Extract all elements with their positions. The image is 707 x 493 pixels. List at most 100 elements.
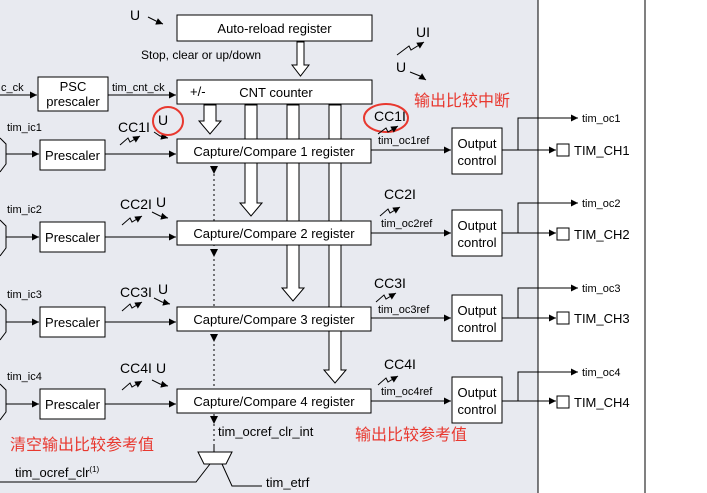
ch1-oc-label: tim_oc1 (582, 113, 621, 125)
ch1-cc-zigzag-icon (119, 135, 141, 146)
ch3-u-label: U (158, 281, 168, 297)
ch2-oc-label: tim_oc2 (582, 198, 621, 210)
ch1-pin-label: TIM_CH1 (574, 143, 630, 158)
ch1-cc-int-label: CC1I (118, 119, 150, 135)
ocref-clr-text: tim_ocref_clr (15, 465, 90, 480)
ch3-output-control (451, 294, 503, 342)
ch1-u-zigzag-icon (153, 131, 169, 140)
ch3-output-l1: Output (457, 303, 496, 318)
u-label-right: U (396, 59, 406, 75)
ui-label: UI (416, 24, 430, 40)
ch2-cc-zigzag-icon (121, 215, 143, 226)
ch2-output-control (451, 209, 503, 257)
ocref-clr-line (0, 463, 211, 483)
ch2-output-l2: control (457, 235, 496, 250)
ch4-output-l1: Output (457, 385, 496, 400)
ch4-output-control (451, 376, 503, 424)
ocref-clr-mux (197, 451, 233, 465)
compare-ref-annotation: 输出比较参考值 (355, 425, 467, 444)
ch4-oc-label: tim_oc4 (582, 367, 621, 379)
ch2-output-l1: Output (457, 218, 496, 233)
cnt-sign: +/- (190, 84, 206, 99)
ch1-out-cc-label: CC1I (374, 108, 406, 124)
ch4-input-shape (0, 383, 7, 421)
stop-clear-label: Stop, clear or up/down (141, 48, 261, 62)
psc-line1: PSC (60, 79, 87, 94)
clear-compare-annotation: 清空输出比较参考值 (10, 435, 154, 454)
ch4-pin-square (556, 395, 570, 409)
ch4-register-label: Capture/Compare 4 register (193, 394, 355, 409)
ch1-pin-square (556, 143, 570, 157)
ch2-u-label: U (156, 194, 166, 210)
dot-arrow-ch4 (210, 416, 218, 424)
ch3-oc-label: tim_oc3 (582, 283, 621, 295)
ch3-input-label: tim_ic3 (7, 289, 42, 301)
ocref-clr-sup: (1) (89, 465, 99, 474)
channel-2: tim_ic2 Prescaler CC2I U Capture/Compare… (0, 186, 630, 257)
ch2-pin-square (556, 227, 570, 241)
ch2-register-label: Capture/Compare 2 register (193, 226, 355, 241)
ch3-input-shape (0, 303, 7, 341)
cnt-ck-label: tim_cnt_ck (112, 82, 165, 94)
ch3-cc-int-label: CC3I (120, 284, 152, 300)
psc-prescaler-box (37, 76, 109, 112)
ch3-register-label: Capture/Compare 3 register (193, 312, 355, 327)
ch3-prescaler-label: Prescaler (45, 315, 101, 330)
etrf-line (221, 463, 262, 487)
u-update-top: U (130, 7, 164, 25)
dot-arrow-ch2 (210, 249, 218, 257)
etrf-label: tim_etrf (266, 475, 310, 490)
cnt-to-ch1-arrow (197, 104, 223, 135)
u-right-zigzag-icon (409, 71, 427, 81)
ch1-output-l1: Output (457, 136, 496, 151)
ch1-output-control (451, 127, 503, 175)
auto-reload-register (176, 14, 373, 42)
channel-4: tim_ic4 Prescaler CC4I U Capture/Compare… (0, 356, 630, 424)
ch1-cc-register (176, 138, 372, 164)
zigzag-arrow-icon (147, 16, 164, 25)
ch1-out-cc-zigzag-icon (377, 125, 399, 135)
ch3-pin-label: TIM_CH3 (574, 311, 630, 326)
ch1-output-l2: control (457, 153, 496, 168)
ch1-input-label: tim_ic1 (7, 122, 42, 134)
ch3-output-l2: control (457, 320, 496, 335)
ch2-cc-register (176, 220, 372, 246)
auto-reload-label: Auto-reload register (217, 21, 332, 36)
ck-psc-label: c_ck (1, 82, 24, 94)
ch2-input-label: tim_ic2 (7, 204, 42, 216)
ch2-u-zigzag-icon (151, 211, 169, 220)
ch1-u-highlight-circle (152, 106, 184, 136)
ch2-pin-label: TIM_CH2 (574, 227, 630, 242)
ch4-u-zigzag-icon (151, 379, 169, 388)
ocref-clr-label: tim_ocref_clr(1) (15, 465, 100, 480)
reload-hollow-arrow (290, 41, 311, 77)
ch4-cc-zigzag-icon (121, 380, 143, 391)
channel-3: tim_ic3 Prescaler CC3I U Capture/Compare… (0, 275, 630, 342)
ch3-out-cc-label: CC3I (374, 275, 406, 291)
ch4-input-label: tim_ic4 (7, 371, 42, 383)
ch3-u-zigzag-icon (153, 297, 171, 306)
ch3-cc-register (176, 306, 372, 332)
ch4-out-cc-label: CC4I (384, 356, 416, 372)
ocref-clr-int-label: tim_ocref_clr_int (218, 424, 314, 439)
cnt-counter-box (176, 79, 373, 105)
ch4-cc-int-label: CC4I (120, 360, 152, 376)
ch2-out-cc-zigzag-icon (379, 206, 401, 217)
psc-line2: prescaler (46, 94, 100, 109)
ui-zigzag-icon (396, 41, 425, 56)
ch2-out-cc-label: CC2I (384, 186, 416, 202)
ch4-out-cc-zigzag-icon (377, 375, 399, 386)
u-label-top: U (130, 7, 140, 23)
dot-arrow-ch3 (210, 334, 218, 342)
ch1-prescaler-label: Prescaler (45, 148, 101, 163)
ch4-output-l2: control (457, 402, 496, 417)
ch4-prescaler-label: Prescaler (45, 397, 101, 412)
ch1-prescaler-box (39, 139, 106, 171)
ch4-u-label: U (156, 360, 166, 376)
ch2-prescaler-label: Prescaler (45, 230, 101, 245)
compare-interrupt-annotation: 输出比较中断 (414, 91, 510, 110)
ch4-prescaler-box (39, 388, 106, 420)
ch3-pin-square (556, 311, 570, 325)
